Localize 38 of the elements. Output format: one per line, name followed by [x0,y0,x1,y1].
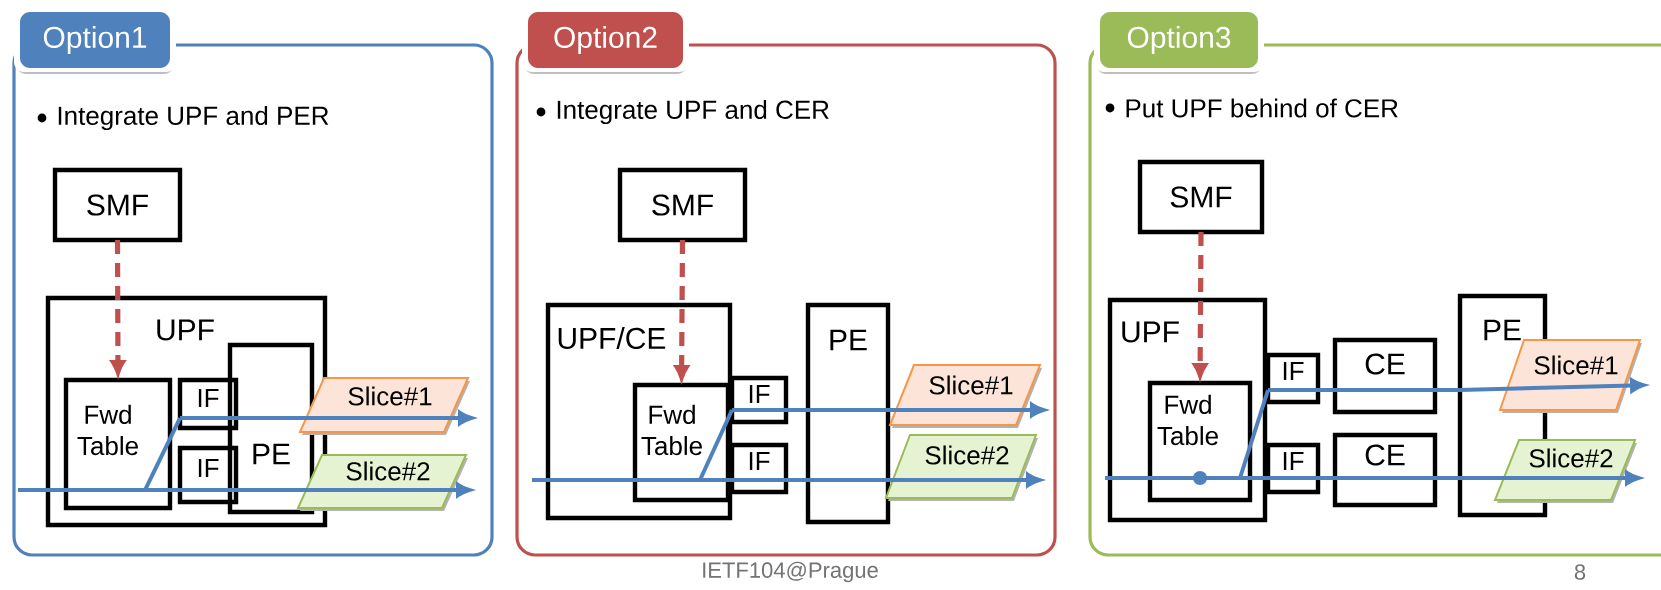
flow-line [180,488,230,492]
flow-line [1268,476,1335,480]
flow-line [1268,388,1335,392]
flow-line [1335,476,1460,480]
table-box: Fwd Table [63,377,173,511]
flow-line [732,478,808,482]
flow-line [698,409,734,481]
tab-label: Option1 [14,10,176,74]
router-box: CE [1332,432,1438,508]
function-box: SMF [52,167,183,243]
flow-line [532,478,635,482]
flow-line [732,408,808,412]
interface-box: IF [729,375,789,425]
tab-label: Option3 [1094,10,1264,74]
interface-box: IF [729,442,789,495]
bullet-text: Integrate UPF and PER [58,105,329,131]
flow-line [143,417,182,491]
router-box: PE [227,342,315,515]
flow-line [635,478,732,482]
router-box: PE [805,302,891,525]
function-box: SMF [1137,159,1265,235]
flow-line [180,416,230,420]
flow-line [66,488,180,492]
flow-line [1150,476,1268,480]
bullet-text: Put UPF behind of CER [1126,98,1398,118]
function-box: SMF [617,167,748,243]
flow-line [1105,476,1150,480]
flow-line [1238,389,1270,479]
page-number: 8 [1574,564,1586,580]
router-box: CE [1332,337,1438,415]
flow-line [18,488,66,492]
tab-label: Option2 [522,10,689,74]
table-box: Fwd Table [1147,380,1253,503]
footer-text: IETF104@Prague [703,561,878,583]
bullet-text: Integrate UPF and CER [557,99,829,125]
interface-box: IF [1265,352,1321,405]
flow-line [1335,388,1460,392]
interface-box: IF [1265,442,1321,495]
